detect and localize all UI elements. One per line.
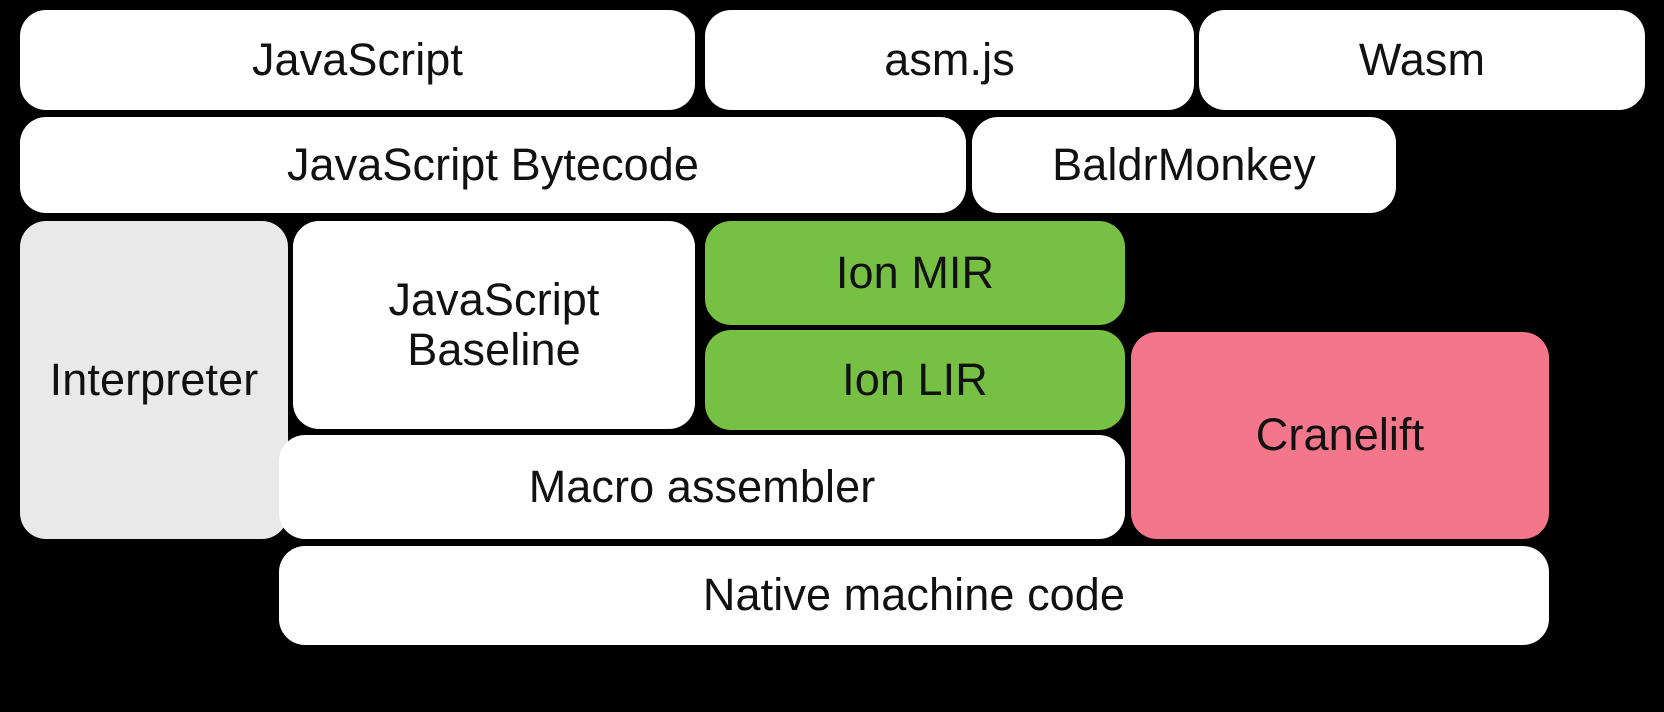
node-javascript: JavaScript [20, 10, 695, 110]
node-javascript-baseline: JavaScript Baseline [293, 221, 695, 429]
node-interpreter: Interpreter [20, 221, 288, 539]
node-javascript-bytecode: JavaScript Bytecode [20, 117, 966, 213]
node-native-machine-code: Native machine code [279, 546, 1549, 645]
node-ion-mir: Ion MIR [705, 221, 1125, 325]
node-ion-lir: Ion LIR [705, 330, 1125, 430]
node-wasm: Wasm [1199, 10, 1645, 110]
node-asm-js: asm.js [705, 10, 1194, 110]
node-baldrmonkey: BaldrMonkey [972, 117, 1396, 213]
node-macro-assembler: Macro assembler [279, 435, 1125, 539]
node-cranelift: Cranelift [1131, 332, 1549, 539]
